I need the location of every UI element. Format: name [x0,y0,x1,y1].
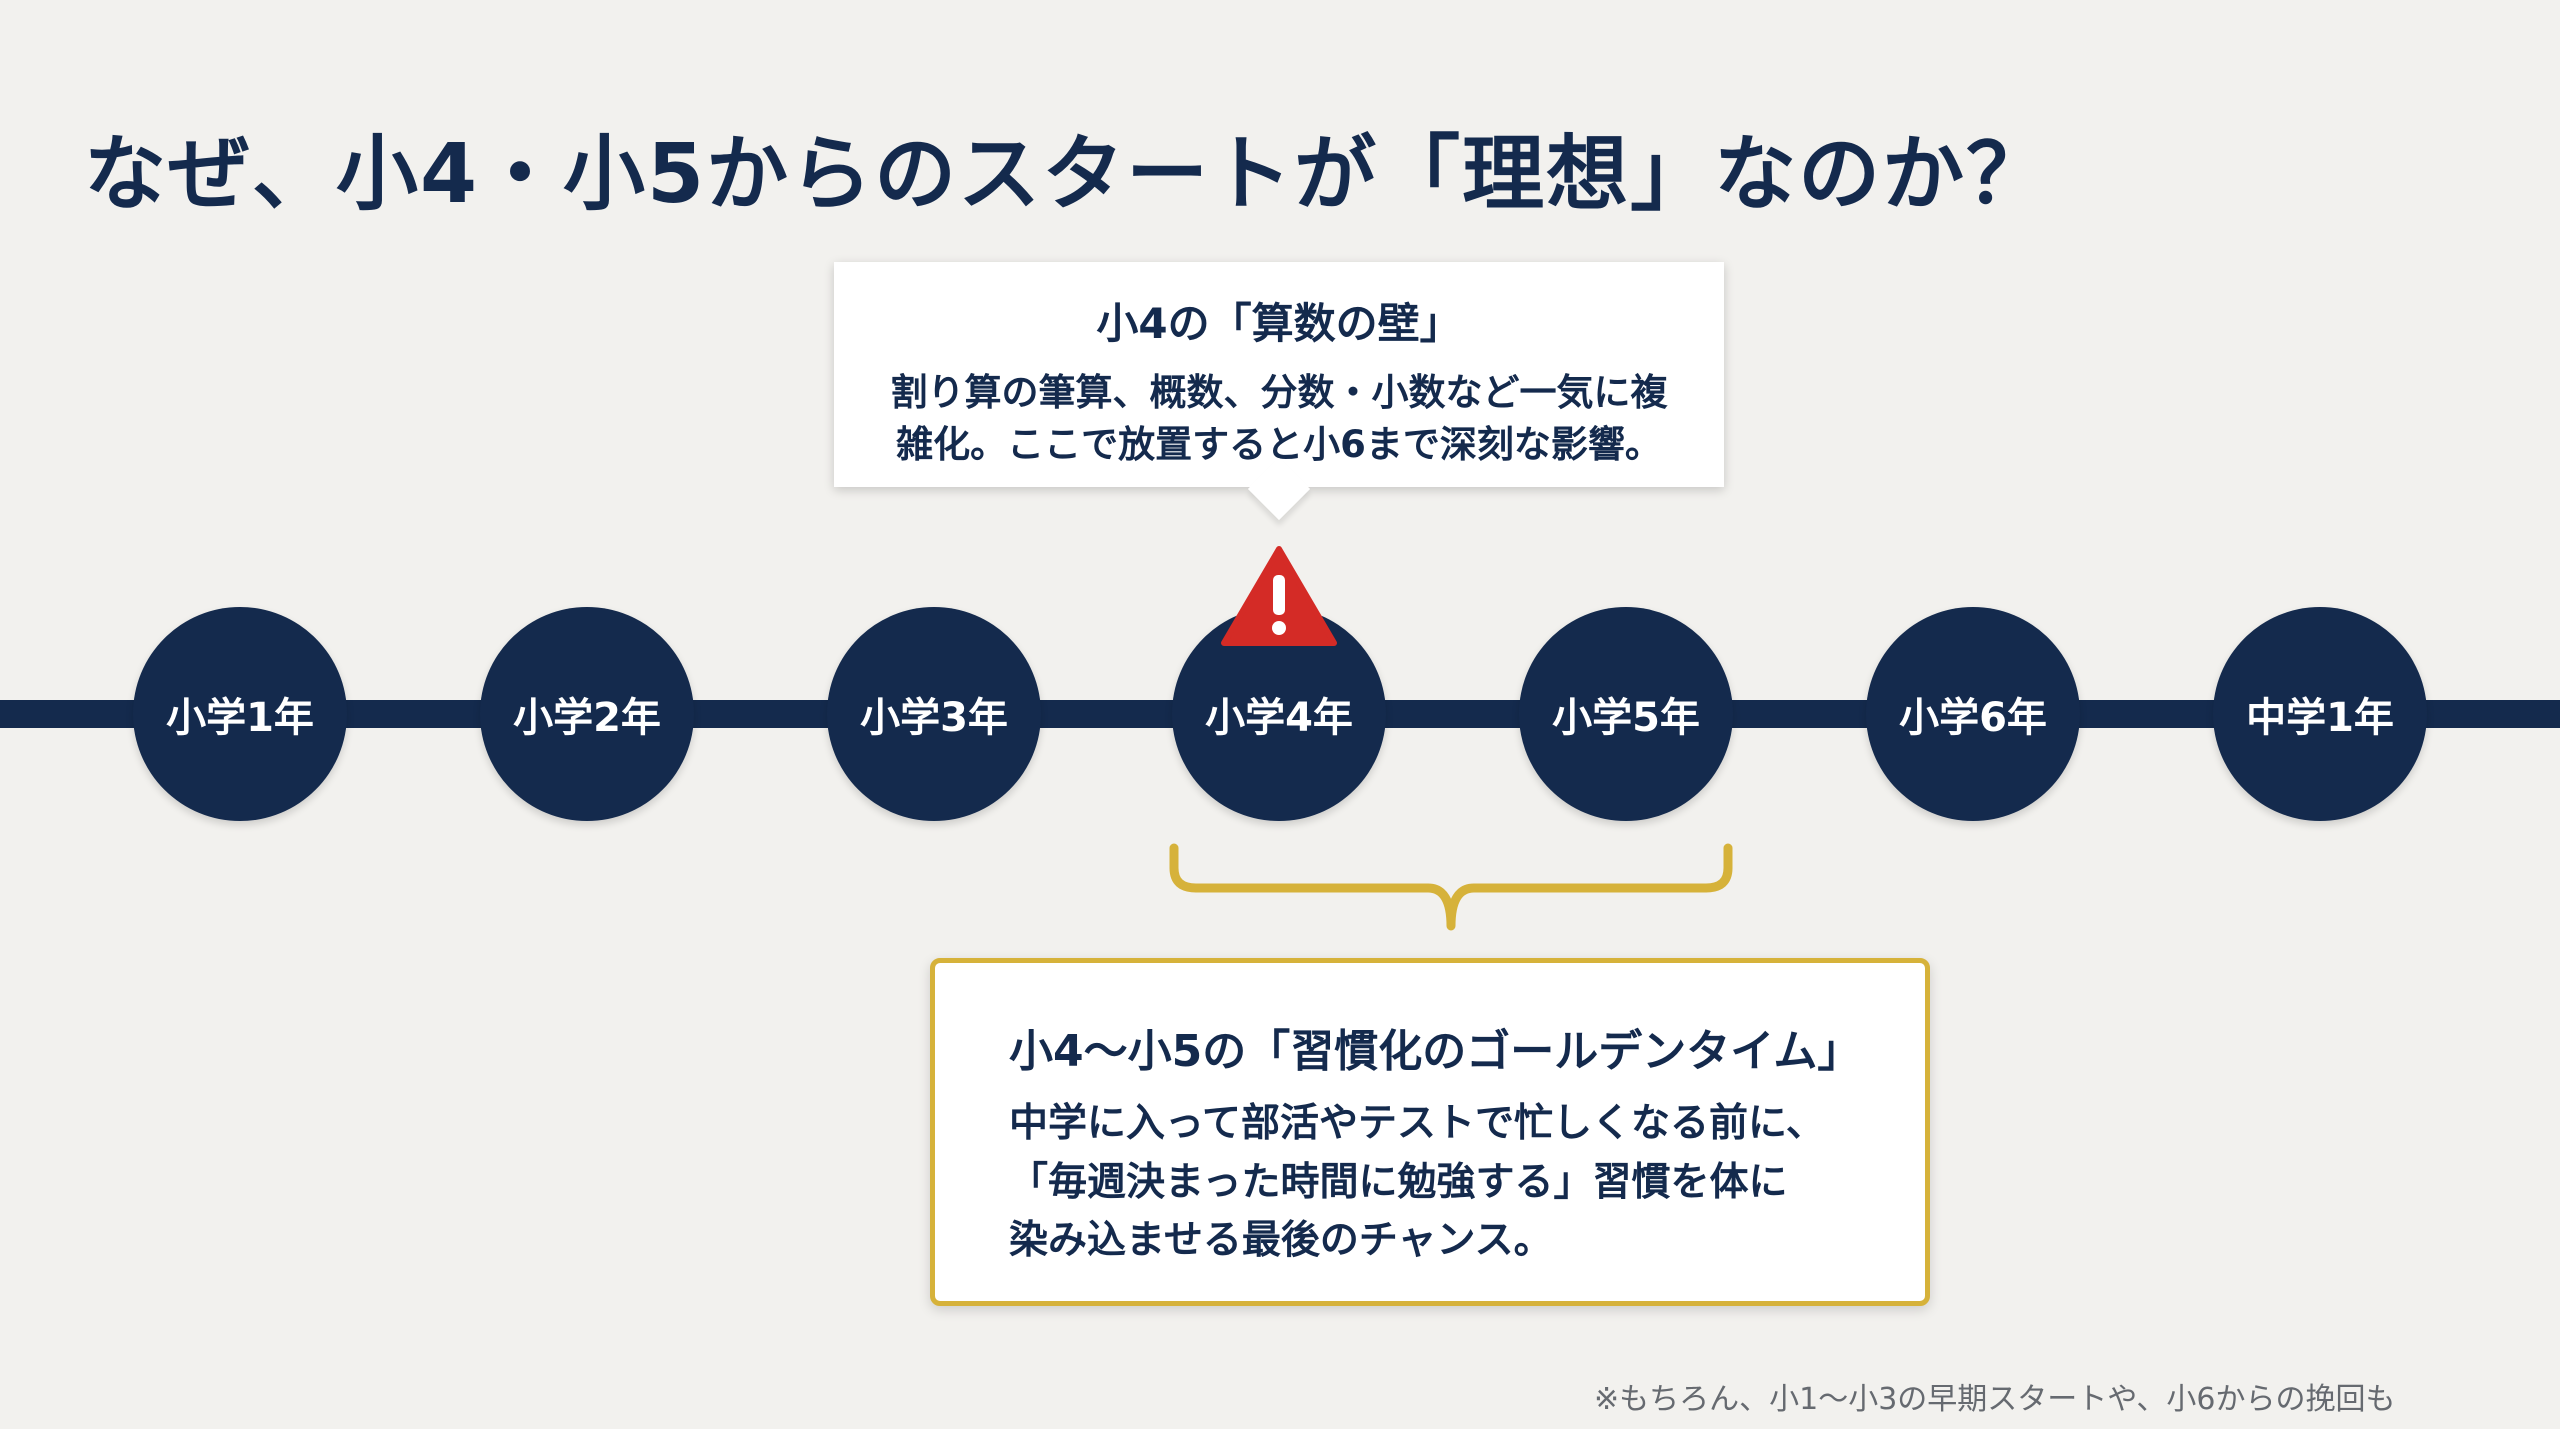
math-wall-callout: 小4の「算数の壁」 割り算の筆算、概数、分数・小数など一気に複雑化。ここで放置す… [834,262,1724,521]
footnote: ※もちろん、小1〜小3の早期スタートや、小6からの挽回も [1594,1382,2396,1417]
golden-time-callout-body: 中学に入って部活やテストで忙しくなる前に、 「毎週決まった時間に勉強する」習慣を… [1009,1095,1925,1271]
math-wall-callout-body: 割り算の筆算、概数、分数・小数など一気に複雑化。ここで放置すると小6まで深刻な影… [890,371,1668,466]
golden-time-line-1: 中学に入って部活やテストで忙しくなる前に、 [1009,1101,1825,1146]
timeline-node-grade1: 小学1年 [133,607,347,821]
timeline-node-grade3: 小学3年 [827,607,1041,821]
golden-time-line-2: 「毎週決まった時間に勉強する」習慣を体に [1009,1159,1788,1205]
timeline-node-grade6: 小学6年 [1866,607,2080,821]
timeline-node-junior1: 中学1年 [2213,607,2427,821]
golden-time-line-3: 染み込ませる最後のチャンス。 [1009,1218,1553,1263]
golden-time-callout-title: 小4〜小5の「習慣化のゴールデンタイム」 [1009,1026,1862,1077]
timeline-node-grade2: 小学2年 [480,607,694,821]
page-title: なぜ、小4・小5からのスタートが「理想」なのか？ [84,126,2051,222]
math-wall-callout-title: 小4の「算数の壁」 [1096,299,1462,348]
timeline-node-grade5: 小学5年 [1519,607,1733,821]
golden-time-callout: 小4〜小5の「習慣化のゴールデンタイム」 中学に入って部活やテストで忙しくなる前… [930,958,1930,1306]
grade4-5-brace [1169,843,1733,931]
warning-triangle-icon [1221,546,1337,646]
